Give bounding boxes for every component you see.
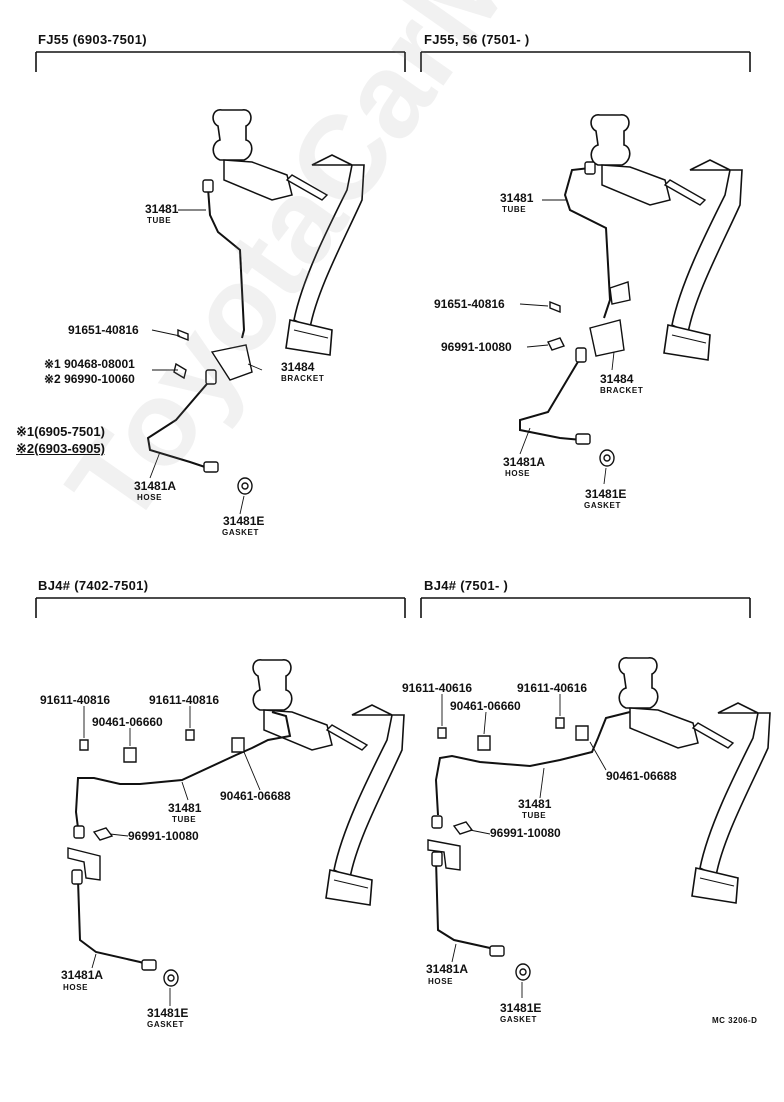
tl-hose-label: HOSE bbox=[137, 493, 163, 502]
tr-clip bbox=[547, 337, 565, 351]
panel-title-bj4-late: BJ4# (7501- ) bbox=[424, 578, 509, 593]
bl-tube bbox=[74, 711, 292, 829]
tl-bolt bbox=[177, 328, 189, 342]
tr-hose bbox=[519, 354, 583, 441]
br-bolt-a bbox=[437, 727, 447, 739]
bl-hose-part-number: 31481A bbox=[61, 968, 104, 982]
panel-title-fj55: FJ55 (6903-7501) bbox=[38, 32, 147, 47]
tr-tube-label: TUBE bbox=[502, 205, 527, 214]
bl-clip-part-number: 96991-10080 bbox=[128, 829, 199, 843]
br-tube-part-number: 31481 bbox=[518, 797, 552, 811]
tr-tube bbox=[563, 167, 612, 319]
tl-hose-part-number: 31481A bbox=[134, 479, 177, 493]
panel-title-fj55-56: FJ55, 56 (7501- ) bbox=[424, 32, 530, 47]
bl-clamp-a bbox=[123, 747, 137, 763]
tr-bracket-part-number: 31484 bbox=[600, 372, 634, 386]
tl-tube-label: TUBE bbox=[147, 216, 172, 225]
br-clip bbox=[452, 821, 474, 835]
bl-hose bbox=[77, 879, 151, 967]
tl-bolt-alt1-part-number: ※1 90468-08001 bbox=[44, 357, 135, 371]
tl-bolt-part-number: 91651-40816 bbox=[68, 323, 139, 337]
tl-bracket-label: BRACKET bbox=[281, 374, 325, 383]
tl-gasket-label: GASKET bbox=[222, 528, 259, 537]
br-hose-part-number: 31481A bbox=[426, 962, 469, 976]
tl-tube bbox=[207, 187, 246, 339]
tr-bolt-part-number: 91651-40816 bbox=[434, 297, 505, 311]
br-bolt-b-part-number: 91611-40616 bbox=[517, 681, 588, 695]
br-tube bbox=[434, 711, 631, 816]
tl-tube-part-number: 31481 bbox=[145, 202, 179, 216]
tr-clip-part-number: 96991-10080 bbox=[441, 340, 512, 354]
tl-bracket bbox=[210, 344, 253, 381]
tr-hose-label: HOSE bbox=[505, 469, 531, 478]
panel-title-bj4-early: BJ4# (7402-7501) bbox=[38, 578, 149, 593]
bl-bolt-b bbox=[185, 729, 195, 741]
figure-code: MC 3206-D bbox=[712, 1016, 758, 1025]
br-clamp-a bbox=[477, 735, 491, 751]
bl-hose-label: HOSE bbox=[63, 983, 89, 992]
tr-bracket-label: BRACKET bbox=[600, 386, 644, 395]
tl-pedal-assembly bbox=[212, 109, 365, 356]
tr-bracket bbox=[589, 319, 625, 357]
bl-gasket-part-number: 31481E bbox=[147, 1006, 189, 1020]
tl-bolt-alt2-part-number: ※2 96990-10060 bbox=[44, 372, 135, 386]
br-gasket-label: GASKET bbox=[500, 1015, 537, 1024]
bl-bolt-b-part-number: 91611-40816 bbox=[149, 693, 220, 707]
tr-bolt bbox=[549, 300, 561, 314]
br-clamp-a-part-number: 90461-06660 bbox=[450, 699, 521, 713]
bl-clamp-b-part-number: 90461-06688 bbox=[220, 789, 291, 803]
tr-hose-part-number: 31481A bbox=[503, 455, 546, 469]
tl-gasket-part-number: 31481E bbox=[223, 514, 265, 528]
tl-bolt-alt bbox=[173, 362, 187, 380]
br-clamp-b bbox=[575, 725, 589, 741]
bl-bolt-a bbox=[79, 739, 89, 751]
br-hose bbox=[435, 859, 501, 953]
br-gasket-part-number: 31481E bbox=[500, 1001, 542, 1015]
br-clip-part-number: 96991-10080 bbox=[490, 826, 561, 840]
tl-bracket-part-number: 31484 bbox=[281, 360, 315, 374]
bl-tube-part-number: 31481 bbox=[168, 801, 202, 815]
bl-pedal-assembly bbox=[252, 659, 405, 906]
bl-gasket-label: GASKET bbox=[147, 1020, 184, 1029]
bl-bolt-a-part-number: 91611-40816 bbox=[40, 693, 111, 707]
br-bracket bbox=[427, 839, 461, 871]
br-bolt-b bbox=[555, 717, 565, 729]
tl-note-2: ※2(6903-6905) bbox=[16, 441, 105, 456]
tr-tube-part-number: 31481 bbox=[500, 191, 534, 205]
br-hose-label: HOSE bbox=[428, 977, 454, 986]
br-clamp-b-part-number: 90461-06688 bbox=[606, 769, 677, 783]
bl-tube-label: TUBE bbox=[172, 815, 197, 824]
br-bolt-a-part-number: 91611-40616 bbox=[402, 681, 473, 695]
br-tube-label: TUBE bbox=[522, 811, 547, 820]
tl-note-1: ※1(6905-7501) bbox=[16, 424, 105, 439]
bl-clamp-a-part-number: 90461-06660 bbox=[92, 715, 163, 729]
tl-hose bbox=[146, 377, 213, 469]
bl-bracket bbox=[67, 847, 101, 881]
tr-gasket-part-number: 31481E bbox=[585, 487, 627, 501]
bl-clip bbox=[92, 827, 114, 841]
bl-clamp-b bbox=[231, 737, 245, 753]
tr-gasket-label: GASKET bbox=[584, 501, 621, 510]
